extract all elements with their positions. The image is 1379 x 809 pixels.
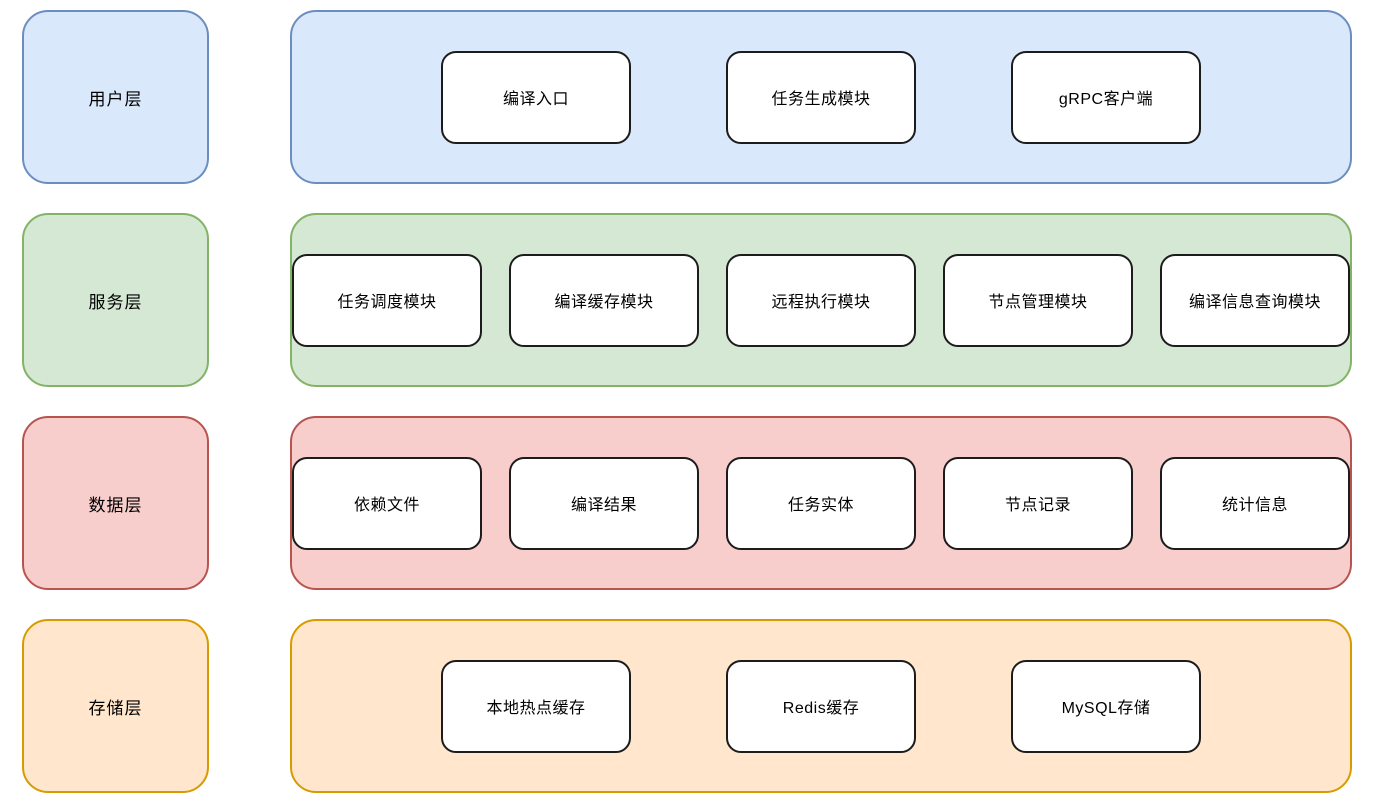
layer-label-text: 服务层 xyxy=(88,292,143,312)
module-box-compile-info-query[interactable]: 编译信息查询模块 xyxy=(1160,253,1350,347)
module-box-label: 编译入口 xyxy=(502,91,569,108)
module-box-remote-execution[interactable]: 远程执行模块 xyxy=(726,253,916,347)
module-box-label: 远程执行模块 xyxy=(771,294,871,311)
layer-label-user[interactable]: 用户层 xyxy=(22,10,209,184)
layer-label-data[interactable]: 数据层 xyxy=(22,416,209,590)
layer-container-service: 任务调度模块 编译缓存模块 远程执行模块 节点管理模块 编译信息查询模块 xyxy=(290,213,1352,387)
layer-container-data: 依赖文件 编译结果 任务实体 节点记录 统计信息 xyxy=(290,416,1352,590)
module-box-label: 编译结果 xyxy=(570,497,637,514)
module-box-label: 节点管理模块 xyxy=(988,294,1088,311)
module-box-task-scheduler[interactable]: 任务调度模块 xyxy=(292,253,482,347)
module-box-label: Redis缓存 xyxy=(782,700,860,717)
module-box-node-records[interactable]: 节点记录 xyxy=(943,456,1133,550)
module-box-label: MySQL存储 xyxy=(1061,700,1151,717)
module-box-compile-cache[interactable]: 编译缓存模块 xyxy=(509,253,699,347)
module-box-node-management[interactable]: 节点管理模块 xyxy=(943,253,1133,347)
module-box-redis-cache[interactable]: Redis缓存 xyxy=(726,659,916,753)
module-box-task-generation[interactable]: 任务生成模块 xyxy=(726,50,916,144)
layer-label-text: 数据层 xyxy=(88,495,143,515)
module-box-mysql-storage[interactable]: MySQL存储 xyxy=(1011,659,1201,753)
module-box-label: 任务生成模块 xyxy=(771,91,871,108)
module-box-label: 依赖文件 xyxy=(353,497,420,514)
layer-row-service: 服务层 任务调度模块 编译缓存模块 远程执行模块 节点管理模块 编译信息查询模块 xyxy=(0,213,1379,387)
module-box-compile-results[interactable]: 编译结果 xyxy=(509,456,699,550)
layer-row-data: 数据层 依赖文件 编译结果 任务实体 节点记录 统计信息 xyxy=(0,416,1379,590)
layer-label-service[interactable]: 服务层 xyxy=(22,213,209,387)
module-box-label: 统计信息 xyxy=(1221,497,1288,514)
layer-row-user: 用户层 编译入口 任务生成模块 gRPC客户端 xyxy=(0,10,1379,184)
module-box-local-hotspot-cache[interactable]: 本地热点缓存 xyxy=(441,659,631,753)
layer-container-user: 编译入口 任务生成模块 gRPC客户端 xyxy=(290,10,1352,184)
layer-label-text: 用户层 xyxy=(88,89,143,109)
module-box-label: 任务调度模块 xyxy=(337,294,437,311)
layer-label-storage[interactable]: 存储层 xyxy=(22,619,209,793)
module-box-statistics-info[interactable]: 统计信息 xyxy=(1160,456,1350,550)
module-box-label: gRPC客户端 xyxy=(1058,91,1154,108)
module-box-label: 节点记录 xyxy=(1004,497,1071,514)
module-box-compile-entry[interactable]: 编译入口 xyxy=(441,50,631,144)
module-box-label: 任务实体 xyxy=(787,497,854,514)
layer-container-storage: 本地热点缓存 Redis缓存 MySQL存储 xyxy=(290,619,1352,793)
module-box-label: 编译缓存模块 xyxy=(554,294,654,311)
module-box-label: 本地热点缓存 xyxy=(486,700,586,717)
module-box-dependency-files[interactable]: 依赖文件 xyxy=(292,456,482,550)
layer-label-text: 存储层 xyxy=(88,698,143,718)
module-box-label: 编译信息查询模块 xyxy=(1188,294,1321,311)
layer-row-storage: 存储层 本地热点缓存 Redis缓存 MySQL存储 xyxy=(0,619,1379,793)
module-box-task-entity[interactable]: 任务实体 xyxy=(726,456,916,550)
module-box-grpc-client[interactable]: gRPC客户端 xyxy=(1011,50,1201,144)
